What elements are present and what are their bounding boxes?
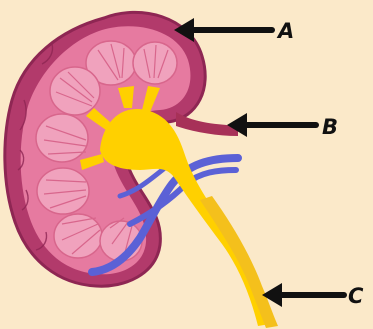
label-a: A bbox=[276, 19, 294, 43]
renal-pyramid bbox=[50, 67, 100, 115]
label-b: B bbox=[322, 115, 338, 139]
label-c: C bbox=[348, 284, 364, 308]
